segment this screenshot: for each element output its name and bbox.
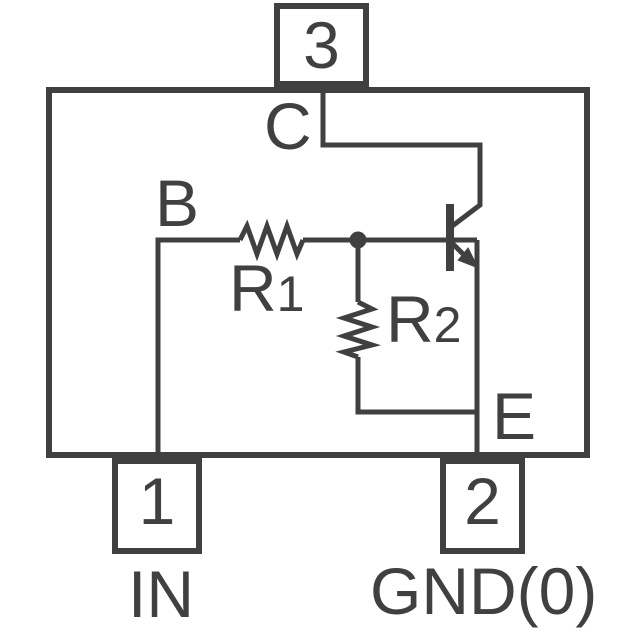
r2-digit: 2 [433, 297, 462, 353]
resistor-r2-label: R2 [386, 286, 461, 352]
resistor-r1-label: R1 [229, 255, 304, 321]
collector-label: C [264, 89, 312, 163]
pin1-pad: 1 [112, 458, 202, 554]
package-outline [46, 87, 590, 458]
pin2-number: 2 [464, 464, 501, 538]
r1-digit: 1 [276, 266, 305, 322]
pin2-signal-label: GND(0) [370, 554, 598, 628]
pin3-number: 3 [303, 8, 340, 82]
r1-prefix: R [229, 251, 277, 325]
pin1-signal-label: IN [128, 557, 194, 631]
emitter-label: E [492, 379, 537, 453]
r2-prefix: R [386, 282, 434, 356]
base-label: B [155, 166, 200, 240]
pin1-number: 1 [138, 464, 176, 538]
pin2-pad: 2 [440, 458, 525, 554]
pin3-pad: 3 [274, 3, 369, 87]
